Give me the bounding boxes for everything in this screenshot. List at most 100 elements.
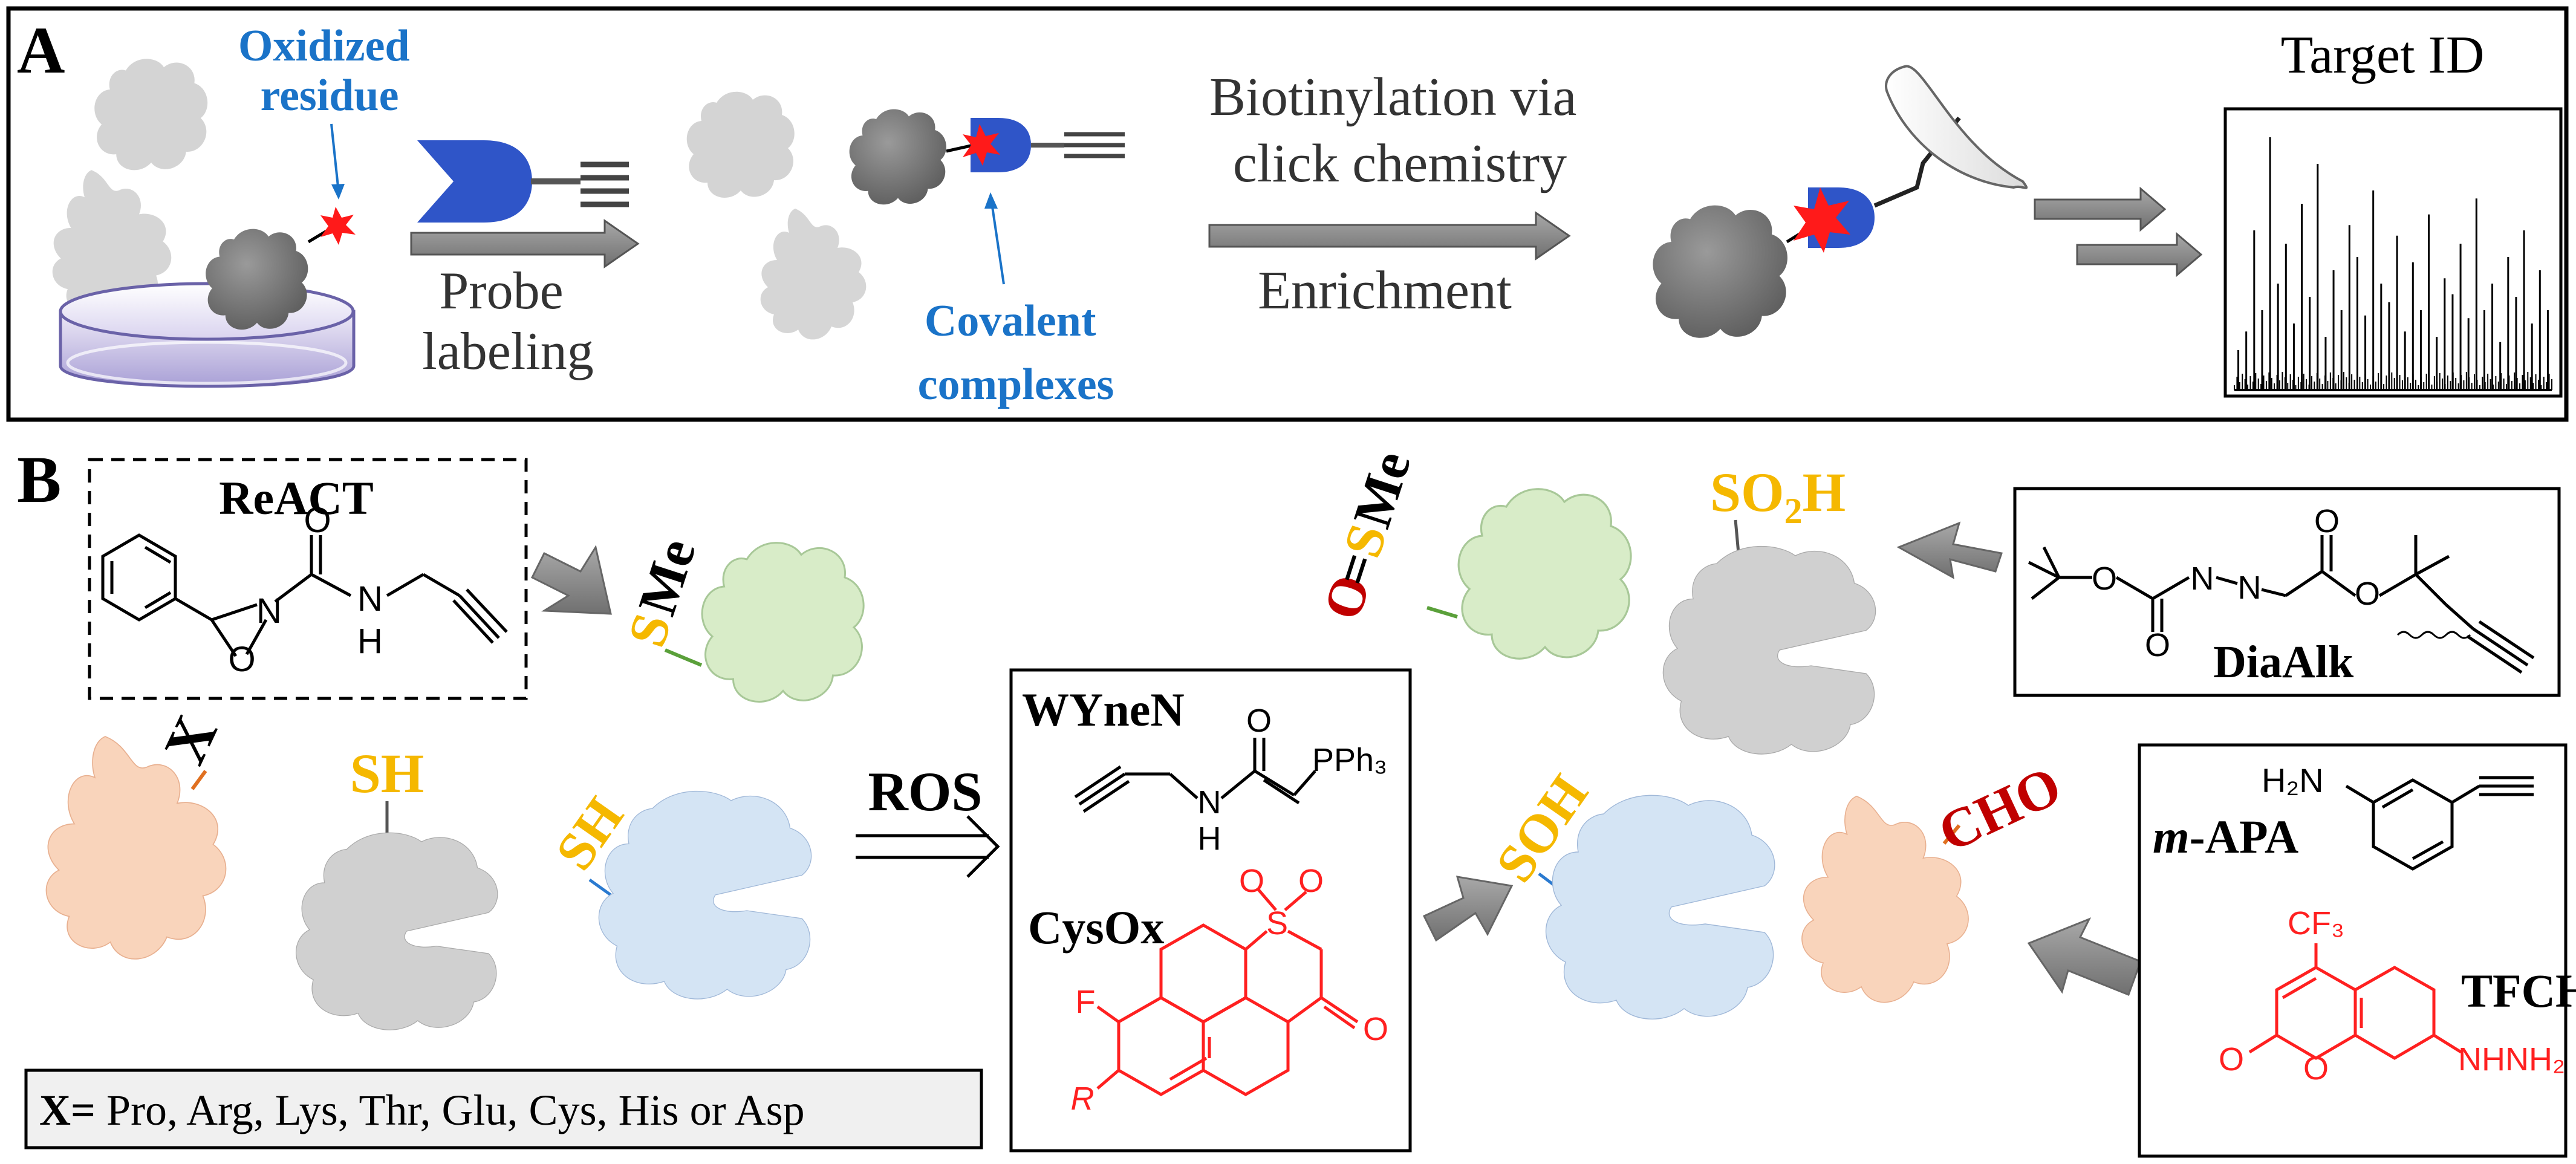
arrow-to-soh (1422, 876, 1514, 942)
petri-dish-icon (59, 282, 356, 388)
protein-background-leaf-2 (760, 209, 867, 340)
ros-label: ROS (868, 761, 982, 822)
tfch-atom-o1: O (2219, 1041, 2244, 1078)
protein-green-cloud-2 (1457, 488, 1632, 660)
wynen-atom-n: N (1198, 784, 1221, 821)
protein-dark-cloud-2 (849, 109, 946, 205)
mass-spectrum-peaks (2234, 137, 2552, 391)
react-structure (101, 533, 508, 657)
panel-a-frame (6, 6, 2569, 422)
diaalk-atom-o1: O (2092, 561, 2117, 597)
osme-label: O = S Me (1312, 444, 1422, 627)
so2h-label: SO2H (1710, 461, 1846, 531)
probe-labeling-label: Probe labeling (422, 262, 593, 381)
sme-stalk (664, 648, 703, 667)
react-name: ReACT (219, 472, 374, 524)
arrow-from-mapa (2027, 917, 2142, 996)
mapa-atom-h2n: H₂N (2262, 761, 2324, 799)
protein-gray-pac-1 (295, 832, 498, 1030)
tfch-structure (2248, 943, 2462, 1060)
panel-b-label: B (17, 443, 61, 516)
protein-orange-leaf (45, 736, 227, 960)
cysox-atom-o3: O (1363, 1011, 1388, 1047)
cysox-atom-s: S (1266, 905, 1288, 941)
react-atom-o-top: O (304, 501, 331, 540)
x-definition-text: X= Pro, Arg, Lys, Thr, Glu, Cys, His or … (39, 1086, 805, 1134)
svg-text:Me: Me (627, 532, 707, 622)
react-atom-n2: N (357, 579, 383, 619)
sh-stalk-2 (588, 878, 612, 897)
panel-a-label: A (17, 13, 65, 87)
cysox-atom-f: F (1076, 984, 1096, 1020)
complex-star-2 (963, 124, 1000, 166)
mapa-tfch-box (2138, 743, 2568, 1158)
cysox-atom-o1: O (1239, 863, 1264, 899)
arrow-probe-labeling (410, 219, 640, 268)
cysox-structure (1096, 888, 1359, 1096)
react-atom-h: H (357, 622, 383, 661)
protein-green-cloud (701, 542, 865, 703)
x-definition-box (24, 1068, 983, 1149)
oxidized-pointer (330, 123, 340, 193)
enrichment-label: Enrichment (1258, 261, 1512, 320)
mapa-name: m-APA (2153, 810, 2298, 863)
wynen-name: WYneN (1022, 683, 1185, 736)
wynen-atom-pph3: PPh₃ (1312, 742, 1387, 778)
wynen-atom-o: O (1246, 703, 1272, 739)
sh-label-1: SH (350, 743, 424, 804)
tfch-name: TFCH (2461, 964, 2576, 1017)
so2h-stalk (1734, 519, 1740, 554)
diaalk-atom-o3: O (2314, 503, 2340, 539)
wynen-atom-h: H (1198, 821, 1221, 857)
arrow-react (530, 545, 612, 615)
diaalk-box (2013, 487, 2561, 697)
wynen-cysox-box (1009, 668, 1412, 1153)
diaalk-atom-o2: O (2145, 627, 2170, 663)
oxidized-residue-label: Oxidized residue (238, 21, 421, 120)
protein-background-cloud-2 (686, 91, 795, 198)
covalent-pointer (990, 202, 1005, 285)
arrow-small-2 (2076, 232, 2203, 278)
diaalk-atom-n2: N (2238, 570, 2262, 606)
x-stalk (190, 770, 207, 790)
cho-stalk (1942, 824, 1961, 845)
ros-arrow-icon (856, 815, 1000, 878)
protein-gray-pac-2 (1662, 545, 1876, 755)
cysox-name: CysOx (1028, 901, 1164, 954)
protein-blue-pac-2 (1545, 795, 1775, 1020)
svg-text:Me: Me (1342, 444, 1422, 535)
biotinylation-label: Biotinylation via click chemistry (1209, 67, 1590, 193)
cysox-atom-r: R (1071, 1081, 1094, 1117)
protein-dark-cloud-3 (1653, 205, 1787, 338)
tfch-atom-cf3: CF₃ (2288, 905, 2344, 941)
covalent-complexes-label: Covalent complexes (918, 296, 1114, 409)
probe-icon (417, 140, 629, 223)
protein-background-cloud-1 (94, 59, 208, 171)
sme-label: S Me (617, 532, 707, 654)
diaalk-name: DiaAlk (2213, 637, 2354, 688)
oxidized-pointer-head (331, 184, 345, 200)
tfch-atom-o2: O (2303, 1050, 2329, 1087)
diaalk-structure (2028, 535, 2535, 674)
react-box (88, 458, 528, 700)
streptavidin-bead-icon (1885, 65, 2028, 189)
arrow-enrichment (1208, 211, 1571, 261)
osme-stalk (1426, 606, 1458, 619)
diaalk-atom-o4: O (2355, 576, 2380, 612)
target-id-label: Target ID (2281, 26, 2485, 85)
complex-star-3 (1794, 187, 1850, 253)
x-residue-label: X (151, 706, 230, 773)
mass-spectrum-frame (2223, 107, 2563, 398)
react-atom-o-ring: O (228, 640, 255, 679)
arrow-from-diaalk (1896, 521, 2003, 579)
complex-stalk-2 (946, 143, 974, 153)
wynen-structure (1074, 738, 1316, 813)
arrow-small-1 (2034, 186, 2167, 232)
cysox-atom-o2: O (1298, 863, 1324, 899)
cho-label: CHO (1929, 754, 2070, 863)
tfch-atom-nhnh2: NHNH₂ (2458, 1041, 2565, 1078)
react-atom-n1: N (256, 591, 282, 631)
complex-probe-2 (971, 118, 1031, 172)
oxidized-star-icon (320, 207, 356, 245)
